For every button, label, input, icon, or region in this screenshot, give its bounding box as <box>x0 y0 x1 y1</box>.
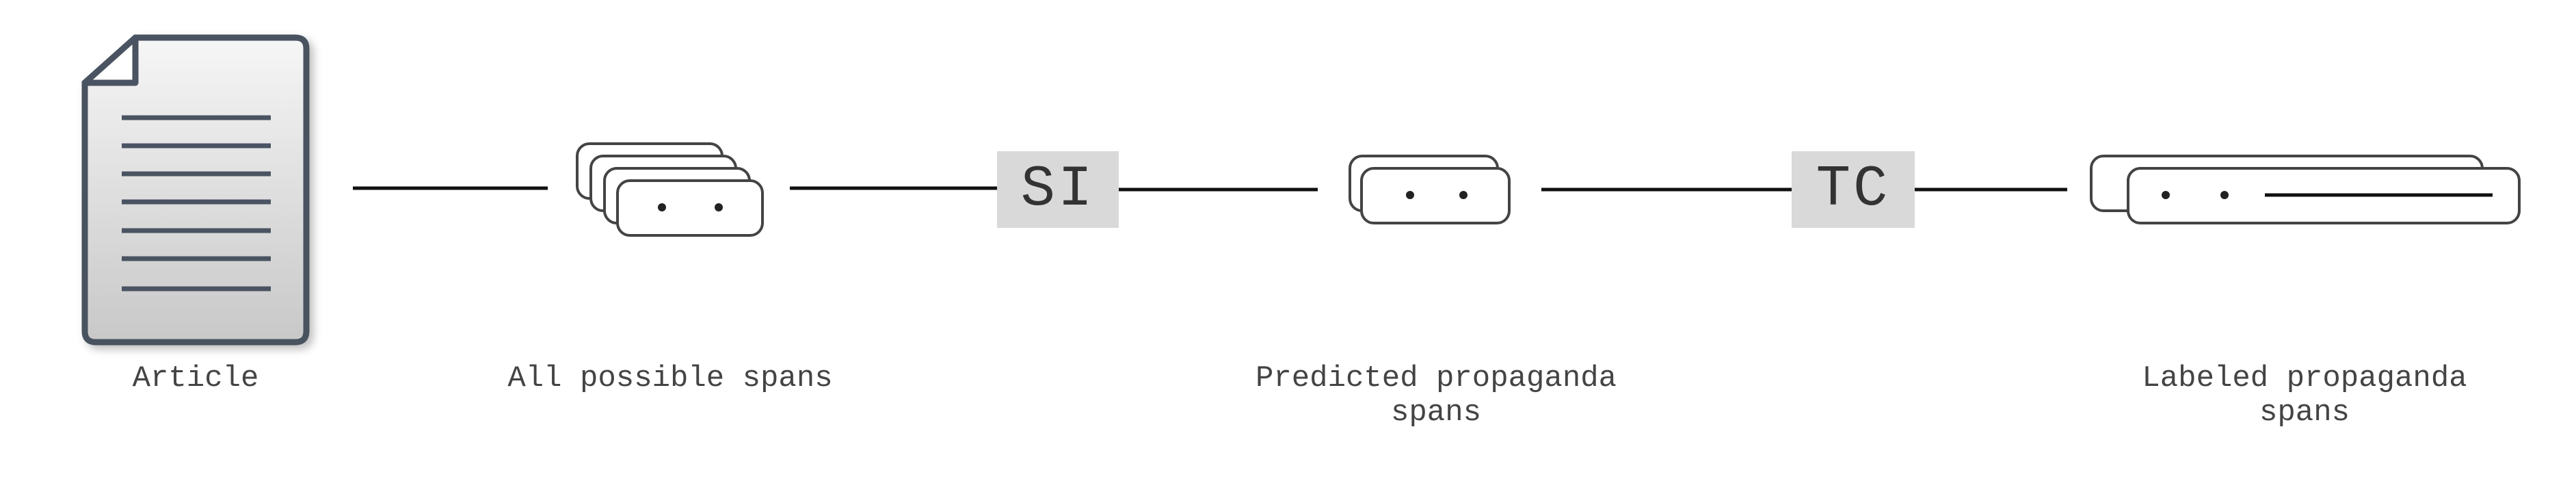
tc-stage-box: TC <box>1792 151 1915 228</box>
document-icon <box>81 34 310 346</box>
span-stack-icon <box>576 142 764 237</box>
si-stage-label: SI <box>1020 157 1096 222</box>
all-spans-caption: All possible spans <box>507 361 833 396</box>
si-stage-box: SI <box>997 151 1119 228</box>
connector-lines <box>353 186 2067 192</box>
tc-stage-label: TC <box>1816 157 1891 222</box>
span-pair-icon <box>1349 155 1511 224</box>
labeled-span-icon <box>2090 155 2521 224</box>
article-caption: Article <box>132 361 259 396</box>
labeled-spans-caption: Labeled propaganda spans <box>2142 361 2467 430</box>
predicted-spans-caption: Predicted propaganda spans <box>1255 361 1617 430</box>
